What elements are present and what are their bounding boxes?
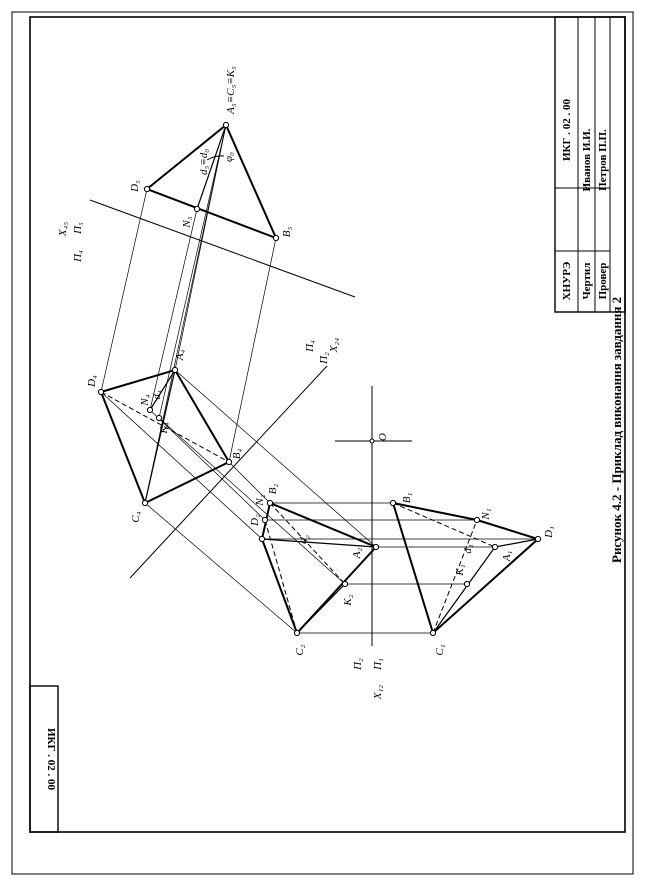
label-pi5: Π₅ (72, 222, 84, 235)
label-origin: O (377, 433, 389, 441)
label-A2: A₂ (351, 548, 363, 560)
label-D5: D₅ (129, 180, 141, 193)
label-B2: B₂ (267, 484, 279, 495)
label-N5: N₅ (181, 216, 193, 228)
label-pi1: Π₁ (372, 658, 384, 671)
label-pi4-a: Π₄ (304, 340, 316, 353)
label-phi0: φ₀ (223, 152, 235, 162)
inner-frame (29, 16, 626, 833)
axis-x24 (129, 365, 328, 579)
outer-border (11, 11, 634, 875)
label-K2: K₂ (342, 594, 354, 606)
corner-stamp: ИКГ . 02 . 00 (29, 685, 59, 833)
label-N1: N₁ (480, 508, 492, 520)
projection-view-4 (99, 368, 231, 505)
title-block-code: ИКГ . 02 . 00 (561, 98, 573, 161)
corner-stamp-code: ИКГ . 02 . 00 (45, 728, 57, 791)
label-N4: N₄ (139, 394, 151, 406)
label-B4: B₄ (231, 449, 243, 460)
label-x45: X₄₅ (57, 222, 69, 238)
label-A1: A₁ (501, 551, 513, 563)
label-C1: C₁ (434, 644, 446, 655)
label-B5: B₅ (281, 227, 293, 238)
title-block-checked-label: Провер (597, 263, 609, 300)
label-C2: C₂ (294, 644, 306, 655)
vertex-points (97, 121, 542, 637)
projection-view-5 (145, 123, 278, 240)
label-D1: D₁ (543, 526, 555, 539)
label-x24: X₂₄ (328, 338, 340, 354)
projection-axes (89, 199, 412, 646)
label-d1: d₁ (462, 544, 474, 554)
title-block-drawn-name: Иванов И.И. (581, 128, 593, 191)
label-C4: C₄ (130, 511, 142, 522)
label-d2: d₂ (297, 532, 312, 545)
figure-caption: Рисунок 4.2 - Приклад виконання завдання… (609, 296, 624, 564)
label-K1: K₁ (454, 564, 466, 576)
label-B1: B₁ (401, 493, 413, 504)
projection-view-2 (260, 501, 378, 635)
projection-lines (100, 124, 538, 634)
label-pi2-a: Π₂ (352, 658, 364, 671)
point-labels: A₁ B₁ C₁ D₁ K₁ N₁ d₁ A₂ B₂ C₂ D₂ K₂ N₂ d… (57, 66, 555, 700)
title-block-org: ХНУРЭ (561, 262, 573, 301)
label-d5: d₅≡d₀ (198, 149, 210, 175)
axis-x45 (89, 199, 356, 298)
label-D2: D₂ (249, 514, 261, 527)
title-block: ХНУРЭ ИКГ . 02 . 00 Чертил Иванов И.И. П… (554, 16, 626, 313)
label-pi2-b: Π₂ (318, 352, 330, 365)
label-D4: D₄ (86, 375, 98, 388)
label-K4: K₄ (158, 422, 170, 434)
title-block-checked-name: Петров П.П. (597, 129, 609, 191)
label-pi4-b: Π₄ (72, 250, 84, 263)
label-N2: N₂ (254, 494, 266, 506)
label-d4: d₄ (151, 390, 163, 400)
label-A5: A₅≡C₅≡K₅ (225, 66, 237, 115)
label-x12: X₁₂ (372, 685, 384, 701)
title-block-drawn-label: Чертил (581, 263, 593, 300)
label-A4: A₄ (174, 350, 186, 362)
